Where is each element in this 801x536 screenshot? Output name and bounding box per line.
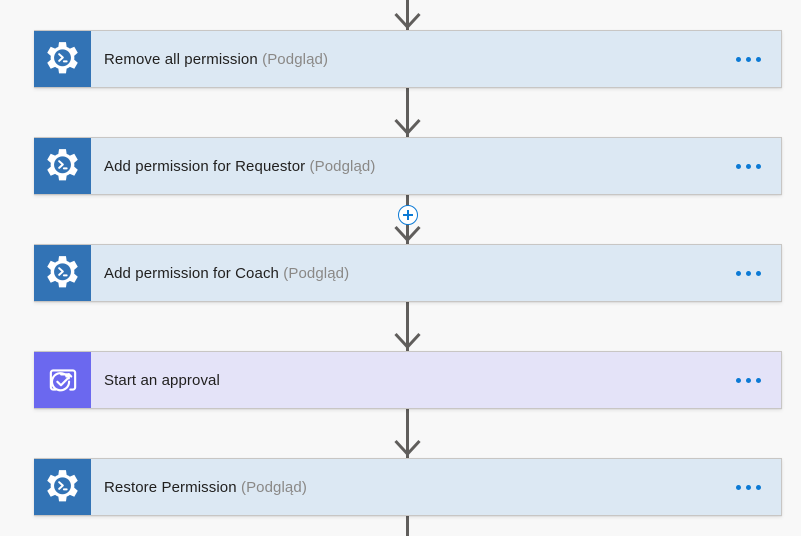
azure-automation-runbook-icon bbox=[34, 31, 91, 87]
connector-line bbox=[406, 516, 409, 536]
connector-arrowhead-icon bbox=[393, 439, 422, 456]
flow-step-body: Add permission for Requestor (Podgląd) bbox=[91, 138, 781, 194]
more-options-dot bbox=[736, 56, 741, 62]
azure-automation-runbook-icon bbox=[34, 138, 91, 194]
flow-step-card[interactable]: Restore Permission (Podgląd) bbox=[34, 458, 782, 516]
more-options-dot bbox=[756, 163, 761, 169]
more-options-dot bbox=[756, 270, 761, 276]
more-options-dot bbox=[736, 484, 741, 490]
flow-step-body: Start an approval bbox=[91, 352, 781, 408]
approval-check-icon bbox=[34, 352, 91, 408]
flow-step-body: Remove all permission (Podgląd) bbox=[91, 31, 781, 87]
more-options-icon[interactable] bbox=[732, 479, 765, 496]
connector-line bbox=[406, 88, 409, 137]
more-options-dot bbox=[736, 270, 741, 276]
connector-line bbox=[406, 0, 409, 30]
more-options-dot bbox=[746, 484, 751, 490]
more-options-icon[interactable] bbox=[732, 51, 765, 68]
insert-new-step-button[interactable] bbox=[398, 205, 418, 225]
flow-step-title-text: Add permission for Requestor bbox=[104, 157, 306, 175]
more-options-dot bbox=[756, 56, 761, 62]
more-options-dot bbox=[746, 163, 751, 169]
connector-arrowhead-icon bbox=[393, 118, 422, 135]
more-options-icon[interactable] bbox=[732, 372, 765, 389]
more-options-icon[interactable] bbox=[732, 158, 765, 175]
more-options-dot bbox=[756, 484, 761, 490]
azure-automation-runbook-icon bbox=[34, 245, 91, 301]
more-options-dot bbox=[756, 377, 761, 383]
flow-step-card[interactable]: Add permission for Requestor (Podgląd) bbox=[34, 137, 782, 195]
more-options-dot bbox=[746, 56, 751, 62]
flow-step-title: Start an approval bbox=[104, 372, 220, 389]
flow-step-title: Remove all permission (Podgląd) bbox=[104, 51, 328, 68]
flow-step-title: Add permission for Requestor (Podgląd) bbox=[104, 158, 375, 175]
more-options-dot bbox=[746, 270, 751, 276]
flow-step-body: Add permission for Coach (Podgląd) bbox=[91, 245, 781, 301]
flow-step-preview-badge: (Podgląd) bbox=[262, 50, 329, 68]
more-options-dot bbox=[736, 377, 741, 383]
more-options-dot bbox=[736, 163, 741, 169]
more-options-dot bbox=[746, 377, 751, 383]
more-options-icon[interactable] bbox=[732, 265, 765, 282]
flow-step-preview-badge: (Podgląd) bbox=[309, 157, 376, 175]
connector-line bbox=[406, 302, 409, 351]
flow-step-title-text: Remove all permission bbox=[104, 50, 258, 68]
flow-step-title: Add permission for Coach (Podgląd) bbox=[104, 265, 349, 282]
connector-arrowhead-icon bbox=[393, 12, 422, 29]
flow-step-title-text: Restore Permission bbox=[104, 478, 237, 496]
flow-step-preview-badge: (Podgląd) bbox=[240, 478, 307, 496]
flow-step-body: Restore Permission (Podgląd) bbox=[91, 459, 781, 515]
connector-line bbox=[406, 409, 409, 458]
azure-automation-runbook-icon bbox=[34, 459, 91, 515]
flow-step-preview-badge: (Podgląd) bbox=[283, 264, 350, 282]
flow-step-card[interactable]: Start an approval bbox=[34, 351, 782, 409]
flow-step-card[interactable]: Add permission for Coach (Podgląd) bbox=[34, 244, 782, 302]
connector-arrowhead-icon bbox=[393, 332, 422, 349]
flow-step-card[interactable]: Remove all permission (Podgląd) bbox=[34, 30, 782, 88]
flow-step-title-text: Add permission for Coach bbox=[104, 264, 279, 282]
flow-step-title-text: Start an approval bbox=[104, 371, 220, 389]
flow-step-title: Restore Permission (Podgląd) bbox=[104, 479, 307, 496]
connector-arrowhead-icon bbox=[393, 225, 422, 242]
